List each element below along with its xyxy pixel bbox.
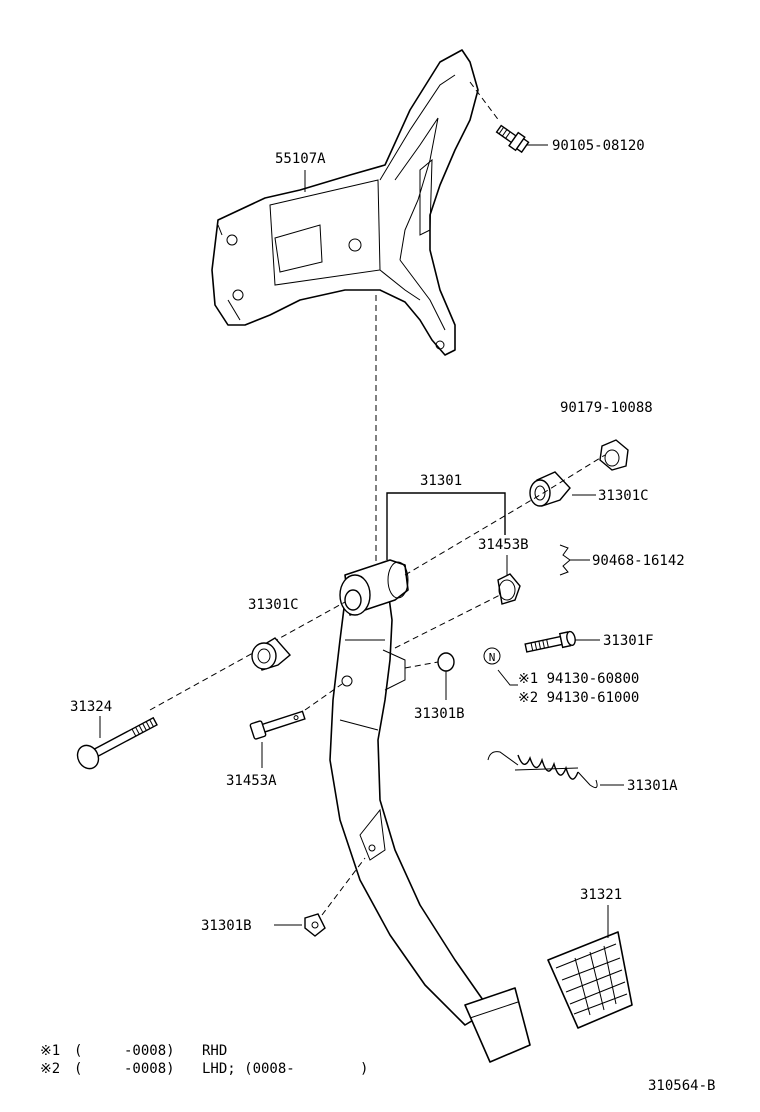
label-90468-16142: 90468-16142 — [592, 553, 685, 569]
footnote-1: ※1 ( -0008) RHD — [40, 1043, 227, 1059]
svg-text:-0008): -0008) — [124, 1043, 175, 1059]
pedal-pad — [547, 905, 633, 1029]
svg-text:(: ( — [74, 1043, 82, 1059]
pivot-bolt — [76, 716, 158, 770]
upper-collar — [497, 573, 521, 605]
label-31301b-upper: 31301B — [414, 706, 465, 722]
lower-cushion — [274, 857, 366, 937]
stopper-bolt — [524, 630, 600, 653]
bushing-left — [251, 637, 292, 671]
svg-text:※1: ※1 — [40, 1043, 60, 1059]
label-31301a: 31301A — [627, 778, 678, 794]
upper-cushion — [404, 652, 455, 700]
label-90179-10088: 90179-10088 — [560, 400, 653, 416]
brake-pedal-bracket — [211, 49, 479, 356]
label-31301c-left: 31301C — [248, 597, 299, 613]
label-31301b-lower: 31301B — [201, 918, 252, 934]
clevis-pin — [249, 683, 343, 768]
bushing-right — [529, 471, 596, 507]
svg-text:): ) — [360, 1061, 368, 1077]
label-31301: 31301 — [420, 473, 462, 489]
label-31301c-right: 31301C — [598, 488, 649, 504]
label-alt-part-1: ※1 94130-60800 — [518, 671, 639, 687]
label-55107a: 55107A — [275, 151, 326, 167]
n-symbol-label: N — [489, 651, 496, 664]
new-part-symbol: N — [483, 647, 518, 686]
footnote-2: ※2 ( -0008) LHD; (0008- ) — [40, 1061, 368, 1077]
svg-text:-0008): -0008) — [124, 1061, 175, 1077]
return-spring — [487, 751, 624, 789]
label-31453b: 31453B — [478, 537, 529, 553]
svg-text:LHD; (0008-: LHD; (0008- — [202, 1061, 295, 1077]
label-31453a: 31453A — [226, 773, 277, 789]
pivot-axis-dashed — [149, 454, 606, 711]
label-alt-part-2: ※2 94130-61000 — [518, 690, 639, 706]
label-31301f: 31301F — [603, 633, 654, 649]
label-31324: 31324 — [70, 699, 112, 715]
bracket-bolt — [469, 81, 548, 154]
svg-text:※2: ※2 — [40, 1061, 60, 1077]
svg-text:(: ( — [74, 1061, 82, 1077]
pivot-nut — [599, 439, 629, 471]
label-31321: 31321 — [580, 887, 622, 903]
brake-pedal-arm — [329, 589, 531, 1063]
svg-text:RHD: RHD — [202, 1043, 227, 1059]
assembly-bracket-31301 — [386, 492, 506, 560]
retaining-clip — [559, 544, 590, 576]
label-90105-08120: 90105-08120 — [552, 138, 645, 154]
pedal-pivot-boss — [339, 559, 409, 616]
diagram-id: 310564-B — [648, 1078, 715, 1094]
